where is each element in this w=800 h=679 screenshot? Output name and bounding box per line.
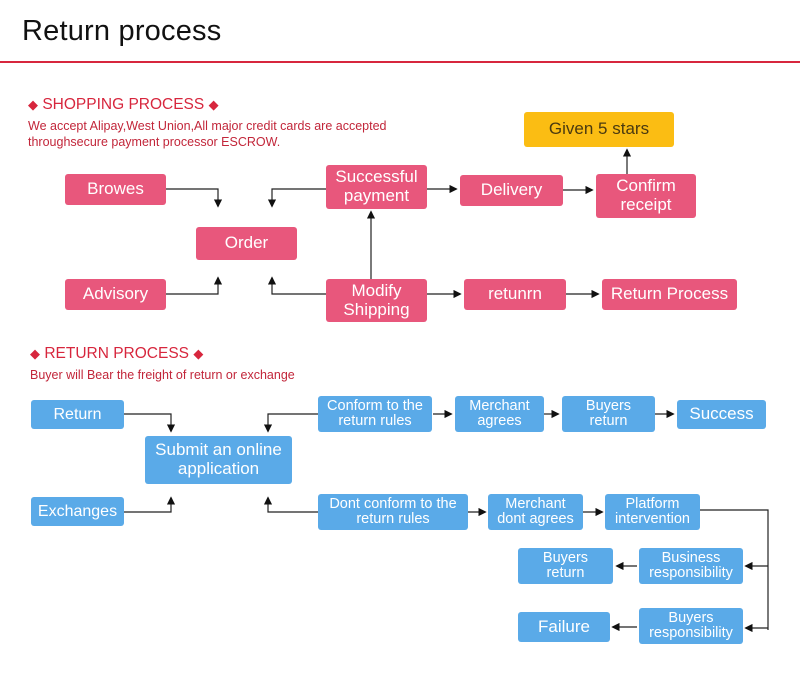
connector-modify-order [267, 276, 326, 295]
node-conform-rules: Conform to the return rules [318, 396, 432, 432]
connector-browes-order [166, 188, 223, 208]
node-browes: Browes [65, 174, 166, 205]
node-returnm: retunrn [464, 279, 566, 310]
node-buyers-return-top: Buyers return [562, 396, 655, 432]
node-dont-conform-rules: Dont conform to the return rules [318, 494, 468, 530]
node-delivery: Delivery [460, 175, 563, 206]
node-buyers-responsibility: Buyers responsibility [639, 608, 743, 644]
title-divider [0, 61, 800, 63]
diamond-icon: ◆ [193, 346, 204, 361]
return-note: Buyer will Bear the freight of return or… [30, 368, 295, 382]
node-order: Order [196, 227, 297, 260]
node-exchanges: Exchanges [31, 497, 124, 526]
node-business-responsibility: Business responsibility [639, 548, 743, 584]
shopping-note: We accept Alipay,West Union,All major cr… [28, 118, 387, 150]
node-modify-shipping: Modify Shipping [326, 279, 427, 322]
shopping-heading-text: SHOPPING PROCESS [42, 96, 205, 113]
node-merchant-agrees: Merchant agrees [455, 396, 544, 432]
node-given-5-stars: Given 5 stars [524, 112, 674, 147]
connector-platform-branch [700, 509, 769, 630]
shopping-note-line-1: We accept Alipay,West Union,All major cr… [28, 119, 387, 133]
node-buyers-return-bottom: Buyers return [518, 548, 613, 584]
node-confirm-receipt: Confirm receipt [596, 174, 696, 218]
shopping-note-line-2: throughsecure payment processor ESCROW. [28, 135, 281, 149]
connector-conform-submit [263, 413, 318, 433]
connector-dontconform-submit [263, 496, 318, 513]
diamond-icon: ◆ [30, 346, 40, 361]
shopping-process-heading: ◆ SHOPPING PROCESS ◆ [28, 96, 219, 114]
return-heading-text: RETURN PROCESS [44, 345, 189, 362]
diamond-icon: ◆ [28, 97, 38, 112]
node-submit-application: Submit an online application [145, 436, 292, 484]
connector-payment-order [267, 188, 326, 208]
node-platform-intervention: Platform intervention [605, 494, 700, 530]
connector-advisory-order [166, 276, 223, 295]
node-return: Return [31, 400, 124, 429]
node-merchant-dont-agrees: Merchant dont agrees [488, 494, 583, 530]
node-success: Success [677, 400, 766, 429]
node-advisory: Advisory [65, 279, 166, 310]
connector-return-submit [124, 413, 176, 433]
node-successful-payment: Successful payment [326, 165, 427, 209]
node-return-process: Return Process [602, 279, 737, 310]
node-failure: Failure [518, 612, 610, 642]
connector-exchanges-submit [124, 496, 176, 513]
diamond-icon: ◆ [208, 97, 219, 112]
page-title: Return process [22, 15, 222, 47]
return-process-heading: ◆ RETURN PROCESS ◆ [30, 345, 203, 363]
